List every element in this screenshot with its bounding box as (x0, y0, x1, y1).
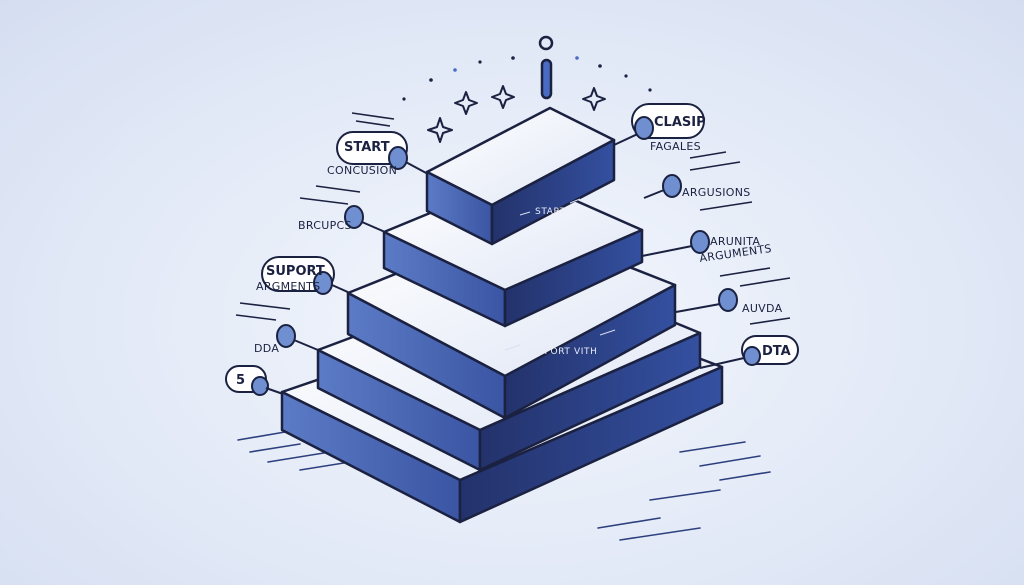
sparkle-icons (427, 85, 606, 143)
fagales-label: FAGALES (650, 140, 701, 153)
concusion-label: CONCUSION (327, 164, 397, 177)
sparkle-icon (491, 85, 515, 109)
clasip-label: CLASIP (654, 115, 706, 130)
five-label: 5 (236, 373, 245, 388)
argments-label: ARGMENTS (256, 280, 320, 293)
floor-lines (237, 431, 771, 541)
dta-label: DTA (762, 344, 791, 359)
tier-1 (425, 106, 616, 246)
top-marker (538, 35, 554, 100)
left-labels: START CONCUSION BRCUPCS SUPORT ARGMENTS … (225, 112, 429, 396)
suport-label: SUPORT (266, 264, 325, 279)
auvda-label: AUVDA (742, 302, 783, 315)
argusions-label: ARGUSIONS (682, 186, 751, 199)
decor-dots (402, 56, 670, 110)
right-labels: CLASIP FAGALES ARGUSIONS ARUNITA ARGUMEN… (613, 103, 799, 369)
sparkle-icon (454, 91, 478, 115)
start-label: START (344, 140, 390, 155)
tier-3-label: SUPPORT VITH (525, 347, 597, 357)
sparkle-icon (427, 117, 453, 143)
tier-3-label-group: SUPPORT VITH (504, 329, 616, 357)
sparkle-icon (582, 87, 606, 111)
dda-label: DDA (254, 342, 279, 355)
brcupcs-label: BRCUPCS (298, 219, 352, 232)
arunita-label: ARUNITA (710, 235, 760, 248)
tier-1-label-group: START (519, 198, 581, 217)
tier-1-label: START (535, 207, 566, 217)
